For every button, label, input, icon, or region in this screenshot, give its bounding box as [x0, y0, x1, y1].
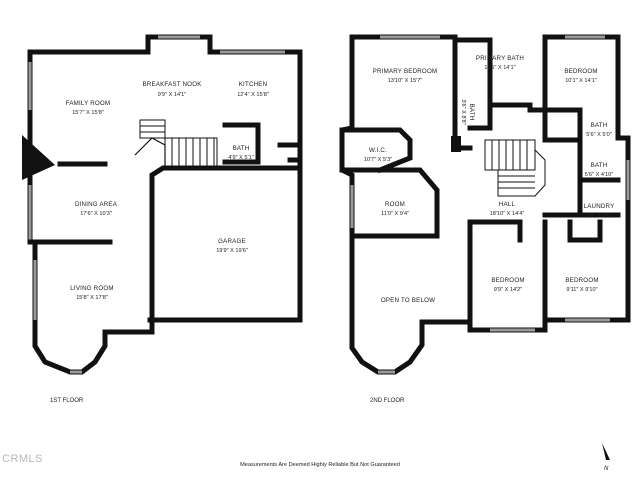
room-dims-bath-small: 3'6" X 8'8"	[460, 99, 466, 124]
interior-wall	[577, 177, 621, 218]
second-floor-exterior-wall	[339, 34, 631, 375]
interior-wall	[277, 142, 303, 163]
room-label-garage: GARAGE	[218, 238, 246, 245]
room-dims-bedroom-mid: 9'9" X 14'2"	[494, 287, 523, 293]
second-floor-label: 2ND FLOOR	[370, 398, 405, 404]
interior-wall	[339, 127, 413, 174]
first-floor-plan	[22, 34, 303, 375]
interior-wall	[542, 137, 583, 218]
room-label-laundry: LAUNDRY	[584, 203, 615, 210]
room-dims-living-room: 15'8" X 17'8"	[76, 295, 108, 301]
room-label-bath-3: BATH	[591, 162, 608, 169]
first-floor-label: 1ST FLOOR	[50, 398, 84, 404]
room-label-room: ROOM	[385, 201, 405, 208]
room-dims-primary-bath: 11'5" X 14'1"	[484, 65, 515, 71]
room-dims-hall: 18'10" X 14'4"	[490, 211, 525, 217]
interior-wall	[339, 167, 440, 239]
interior-wall	[452, 37, 473, 151]
room-dims-bath-first-floor: 4'9" X 5'1"	[228, 155, 253, 161]
room-dims-primary-bedroom: 13'10" X 15'7"	[388, 78, 423, 84]
room-labels: FAMILY ROOM 15'7" X 15'8" BREAKFAST NOOK…	[66, 55, 615, 304]
room-dims-wic: 10'7" X 5'3"	[364, 157, 393, 163]
room-dims-bath-2: 5'6" X 5'0"	[586, 132, 611, 138]
column	[451, 136, 461, 152]
room-label-hall: HALL	[499, 201, 516, 208]
room-label-primary-bath: PRIMARY BATH	[476, 55, 524, 62]
room-dims-garage: 19'9" X 19'6"	[216, 248, 248, 254]
room-label-breakfast-nook: BREAKFAST NOOK	[142, 81, 202, 88]
room-label-bath-first-floor: BATH	[233, 145, 250, 152]
north-arrow-icon: N	[602, 443, 610, 472]
interior-wall	[467, 102, 493, 131]
fireplace-icon	[22, 135, 55, 180]
room-label-family-room: FAMILY ROOM	[66, 100, 111, 107]
interior-wall	[467, 219, 523, 333]
interior-wall	[222, 122, 261, 165]
stairs	[139, 119, 218, 167]
room-label-living-room: LIVING ROOM	[70, 285, 113, 292]
room-label-wic: W.I.C.	[369, 147, 387, 154]
north-label: N	[604, 466, 609, 472]
room-label-open-to-below: OPEN TO BELOW	[381, 297, 435, 304]
room-dims-bedroom-se: 9'11" X 9'10"	[566, 287, 597, 293]
watermark: CRMLS	[2, 453, 43, 465]
room-label-bedroom-se: BEDROOM	[565, 277, 598, 284]
interior-wall	[542, 107, 583, 143]
room-dims-kitchen: 12'4" X 15'8"	[237, 92, 269, 98]
room-dims-family-room: 15'7" X 15'8"	[72, 110, 104, 116]
room-label-primary-bedroom: PRIMARY BEDROOM	[373, 68, 438, 75]
room-label-dining-area: DINING AREA	[75, 201, 118, 208]
room-dims-laundry: 5'6" X 5'6"	[586, 213, 611, 219]
room-label-bedroom-mid: BEDROOM	[491, 277, 524, 284]
room-label-bedroom-ne: BEDROOM	[564, 68, 597, 75]
room-dims-dining-area: 17'6" X 10'3"	[80, 211, 112, 217]
room-dims-room: 11'0" X 9'4"	[381, 211, 409, 217]
room-dims-breakfast-nook: 9'9" X 14'1"	[158, 92, 187, 98]
second-floor-plan	[339, 34, 631, 375]
disclaimer: Measurements Are Deemed Highly Reliable …	[240, 462, 400, 468]
room-dims-bedroom-ne: 10'1" X 14'1"	[565, 78, 597, 84]
interior-wall	[134, 137, 166, 168]
room-label-bath-2: BATH	[591, 122, 608, 129]
room-label-bath-small: BATH	[468, 104, 475, 121]
stairs	[484, 139, 546, 197]
room-label-kitchen: KITCHEN	[239, 81, 268, 88]
interior-wall	[542, 219, 603, 323]
room-dims-bath-3: 5'6" X 4'10"	[585, 172, 614, 178]
